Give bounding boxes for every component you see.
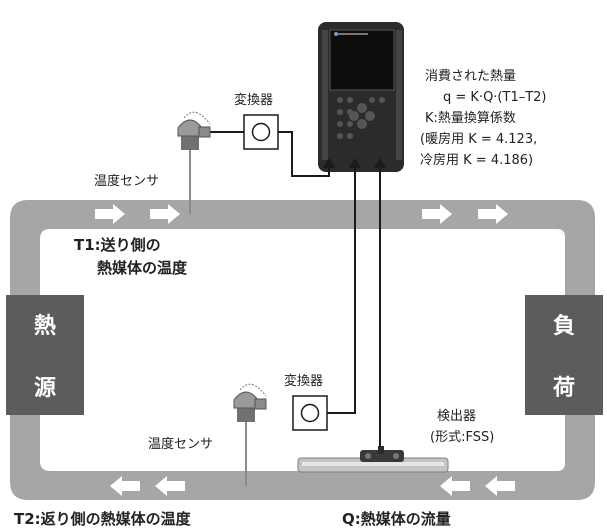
flow-arrow-right [478,204,508,224]
q-text: :熱媒体の流量 [354,510,451,528]
heat-source-box [6,295,84,415]
q-label: Q:熱媒体の流量 [342,510,451,528]
q-tag: Q [342,510,355,528]
formula-equation: q = K·Q·(T1–T2) [443,90,547,105]
converter-label-top: 変換器 [234,93,274,108]
flow-arrow-right [150,204,180,224]
flow-arrows-bottom [110,476,515,496]
flow-arrow-right [422,204,452,224]
t1-label: T1:送り側の [74,236,161,254]
formula-k-heating: (暖房用 K = 4.123, [420,132,538,147]
t2-tag: T2 [14,510,35,528]
flow-arrow-left [485,476,515,496]
load-char2: 荷 [552,376,575,401]
converter-circle-top [251,122,271,142]
flow-arrow-right [95,204,125,224]
detector-model: (形式:FSS) [430,430,495,445]
sensor-label-top: 温度センサ [94,174,160,189]
heat-source-char2: 源 [33,376,56,401]
t2-text: :返り側の熱媒体の温度 [34,510,191,528]
t1-text: :送り側の [94,236,161,254]
t1-tag: T1 [74,236,95,254]
wire-arrowheads [323,158,386,168]
sensor-label-bottom: 温度センサ [148,437,214,452]
temperature-sensor-bottom [233,383,267,486]
flow-arrow-left [440,476,470,496]
clamp-on-detector [297,446,449,473]
flow-arrows-top [95,204,508,224]
temperature-sensor-top [177,111,211,214]
flow-arrow-left [155,476,185,496]
detector-label: 検出器 [437,409,477,424]
formula-k-cooling: 冷房用 K = 4.186) [420,153,534,168]
load-char1: 負 [552,314,575,339]
t1-text-line2: 熱媒体の温度 [97,259,188,277]
signal-wires [210,131,381,455]
heat-source-char1: 熱 [33,314,56,339]
converter-circle-bottom [300,403,320,423]
flowmeter-device [318,22,404,172]
load-box [525,295,603,415]
formula-k-label: K:熱量換算係数 [425,111,516,126]
formula-title: 消費された熱量 [425,69,517,84]
converter-label-bottom: 変換器 [284,374,324,389]
t2-label: T2:返り側の熱媒体の温度 [14,510,191,528]
flow-arrow-left [110,476,140,496]
